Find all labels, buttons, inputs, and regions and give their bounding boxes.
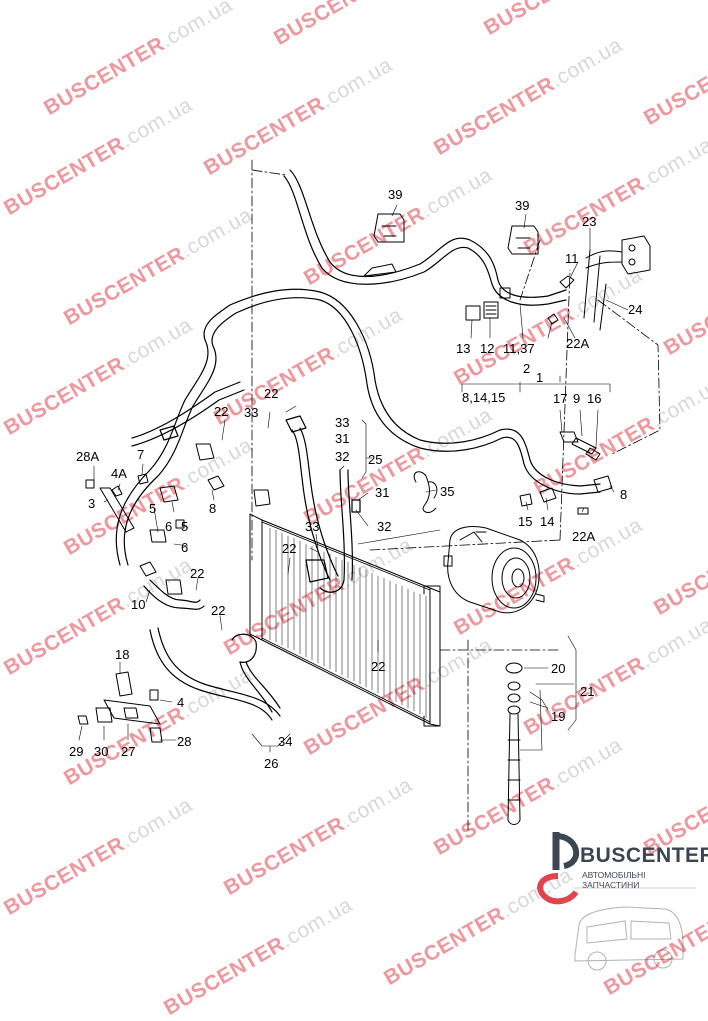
callout-label: 28A xyxy=(76,449,100,464)
pipe-clip-right xyxy=(507,225,539,255)
callout-label: 33 xyxy=(305,519,320,534)
callout-label: 22 xyxy=(190,566,205,581)
callout-label: 26 xyxy=(264,756,279,771)
callout-label: 9 xyxy=(573,391,581,406)
spring-clip xyxy=(413,471,438,513)
callout-label: 39 xyxy=(515,198,530,213)
compressor xyxy=(443,526,545,614)
callout-label: 31 xyxy=(335,431,350,446)
expansion-valve xyxy=(559,235,651,331)
callout-label: 4A xyxy=(111,466,127,481)
callout-label: 17 xyxy=(553,391,568,406)
callout-label: 22 xyxy=(214,404,229,419)
callout-label: 21 xyxy=(580,684,595,699)
callout-label: 4 xyxy=(177,695,185,710)
callout-label: 24 xyxy=(628,302,643,317)
assembly-boundary-lines xyxy=(251,159,661,831)
callout-label: 14 xyxy=(540,514,555,529)
callout-label: 8 xyxy=(209,501,217,516)
callout-label: 16 xyxy=(587,391,602,406)
callout-label: 27 xyxy=(121,744,136,759)
lower-pressure-pipe xyxy=(143,579,281,721)
callout-label: 34 xyxy=(278,734,293,749)
callout-label: 8,14,15 xyxy=(462,390,506,405)
callout-label: 25 xyxy=(368,452,383,467)
callout-label: 7 xyxy=(137,447,145,462)
callout-label: 22 xyxy=(264,386,279,401)
callout-label: 39 xyxy=(388,187,403,202)
callout-label: 1 xyxy=(536,370,544,385)
callout-label: 13 xyxy=(456,341,471,356)
callout-label: 29 xyxy=(69,744,84,759)
callout-label: 12 xyxy=(480,341,495,356)
condenser xyxy=(249,489,441,727)
callout-label: 28 xyxy=(177,734,192,749)
callout-label: 32 xyxy=(335,449,350,464)
callout-label: 8 xyxy=(620,487,628,502)
callout-label: 23 xyxy=(582,214,597,229)
condenser-feed-pipes xyxy=(285,415,361,593)
bus-sketch xyxy=(574,906,684,971)
callout-label: 20 xyxy=(551,661,566,676)
left-brackets xyxy=(85,443,225,595)
callout-label: 6 xyxy=(165,519,173,534)
callout-label: 32 xyxy=(377,519,392,534)
callout-label: 5 xyxy=(181,519,189,534)
buscenter-logo: BUSCENTER АВТОМОБІЛЬНІ ЗАПЧАСТИНИ xyxy=(528,826,708,906)
suction-pipe xyxy=(283,169,567,306)
callout-label: 3 xyxy=(88,496,96,511)
callout-label: 22A xyxy=(572,529,596,544)
callout-label: 19 xyxy=(551,709,566,724)
callout-label: 11,37 xyxy=(503,341,535,356)
callout-label: 10 xyxy=(131,597,146,612)
callout-label: 15 xyxy=(518,514,533,529)
callout-label: 22 xyxy=(371,659,386,674)
logo-subtitle: АВТОМОБІЛЬНІ ЗАПЧАСТИНИ xyxy=(582,870,646,890)
callout-label: 22 xyxy=(211,603,226,618)
callout-label: 22A xyxy=(566,336,590,351)
callout-label: 2 xyxy=(523,361,531,376)
callout-label: 30 xyxy=(94,744,109,759)
logo-brand-name: BUSCENTER xyxy=(580,844,708,867)
callout-label: 11 xyxy=(565,251,579,266)
valve-cap-fittings xyxy=(465,301,559,325)
pressure-sensor xyxy=(559,431,601,461)
ac-system-drawing xyxy=(77,159,661,831)
callout-label: 33 xyxy=(244,405,259,420)
callout-label: 5 xyxy=(149,501,157,516)
callout-label: 35 xyxy=(440,484,455,499)
pipe-clip-left xyxy=(373,213,405,243)
logo-emblem xyxy=(537,832,696,905)
callout-label: 18 xyxy=(115,647,130,662)
callout-label: 22 xyxy=(282,541,297,556)
receiver-drier xyxy=(505,662,523,825)
callout-label: 31 xyxy=(375,485,390,500)
lower-mount-bracket xyxy=(77,671,163,743)
service-fitting xyxy=(519,475,613,515)
callout-label: 6 xyxy=(181,540,189,555)
return-pipe xyxy=(131,381,245,447)
leader-lines xyxy=(78,204,629,753)
callout-label: 33 xyxy=(335,415,350,430)
